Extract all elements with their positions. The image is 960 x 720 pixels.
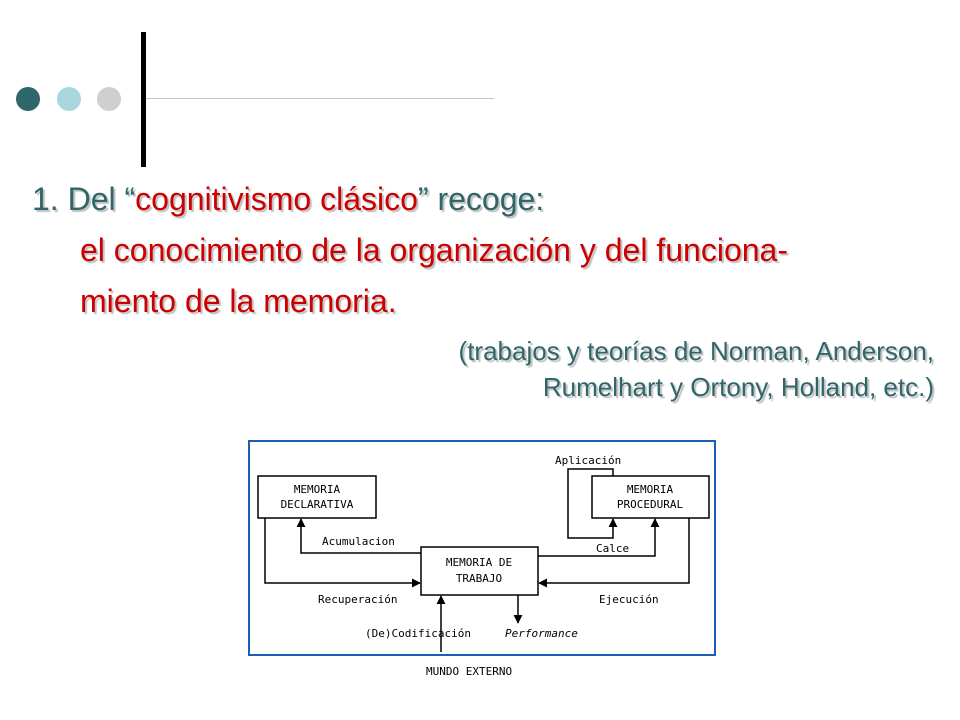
box-memoria-declarativa	[257, 475, 377, 519]
procedural-text-2: PROCEDURAL	[617, 498, 684, 511]
arrow-recuperacion	[264, 518, 421, 588]
arrow-acumulacion	[296, 518, 421, 554]
slide-heading: 1. Del “cognitivismo clásico” recoge: el…	[32, 174, 788, 327]
arrow-aplicacion-loop	[567, 468, 618, 539]
label-mundo-externo: MUNDO EXTERNO	[426, 665, 512, 678]
heading-text-b: ” recoge:	[417, 181, 545, 217]
dark-teal-dot	[16, 87, 40, 111]
label-recuperacion: Recuperación	[318, 593, 397, 606]
procedural-text-1: MEMORIA	[627, 483, 674, 496]
arrow-ejecucion	[538, 518, 690, 588]
heading-line-1: 1. Del “cognitivismo clásico” recoge:	[32, 174, 788, 225]
declarativa-text-1: MEMORIA	[294, 483, 341, 496]
heading-line-2: el conocimiento de la organización y del…	[80, 232, 788, 268]
references-line-2: Rumelhart y Ortony, Holland, etc.)	[542, 372, 934, 402]
horizontal-rule	[146, 98, 494, 99]
vertical-accent-bar	[141, 32, 146, 167]
trabajo-text-1: MEMORIA DE	[446, 556, 512, 569]
light-teal-dot	[57, 87, 81, 111]
heading-text-a: Del “	[67, 181, 136, 217]
references: (trabajos y teorías de Norman, Anderson,…	[459, 333, 934, 405]
label-aplicacion: Aplicación	[555, 454, 621, 467]
label-codificacion: (De)Codificación	[365, 627, 471, 640]
box-memoria-procedural	[591, 475, 710, 519]
heading-highlight: cognitivismo clásico	[135, 181, 418, 217]
grey-dot	[97, 87, 121, 111]
trabajo-text-2: TRABAJO	[456, 572, 502, 585]
label-acumulacion: Acumulacion	[322, 535, 395, 548]
box-memoria-trabajo	[420, 546, 539, 596]
arrow-calce	[538, 518, 660, 557]
label-performance: Performance	[505, 627, 578, 640]
references-line-1: (trabajos y teorías de Norman, Anderson,	[458, 336, 934, 366]
label-calce: Calce	[596, 542, 629, 555]
label-ejecucion: Ejecución	[599, 593, 659, 606]
heading-number: 1.	[32, 181, 59, 217]
heading-line-3: miento de la memoria.	[80, 283, 397, 319]
declarativa-text-2: DECLARATIVA	[281, 498, 354, 511]
